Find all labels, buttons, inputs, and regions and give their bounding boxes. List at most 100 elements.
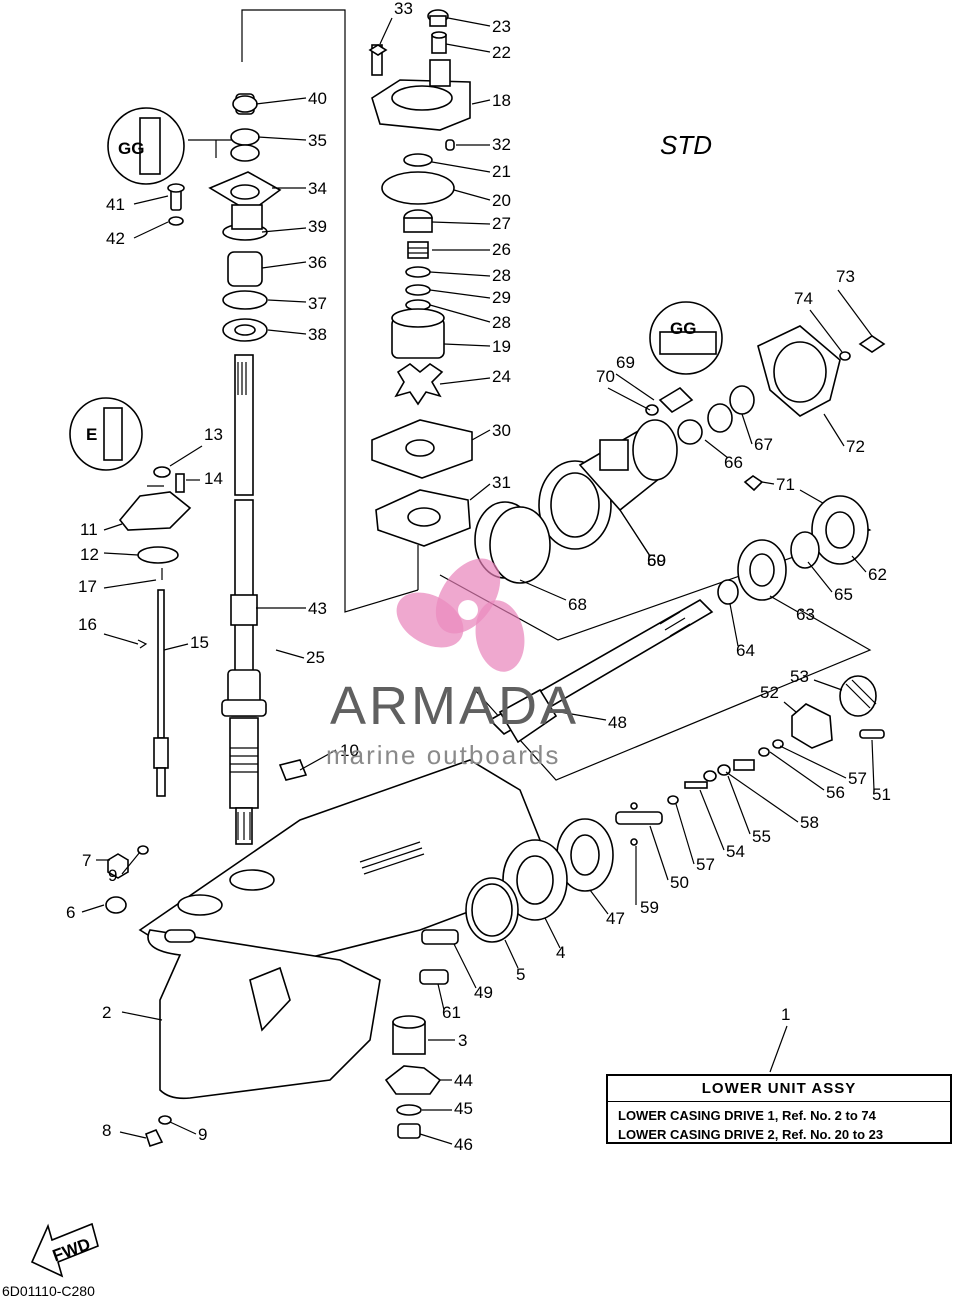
part-number-label: 47: [606, 909, 625, 928]
leader-line: [121, 851, 141, 875]
part-number-label: 14: [204, 469, 223, 488]
part-number-label: 57: [848, 769, 867, 788]
leader-line: [103, 579, 157, 589]
part-number-label: 42: [106, 229, 125, 248]
leader-line: [704, 439, 729, 459]
pinion-group: [384, 929, 459, 1139]
part-number-label: 46: [454, 1135, 473, 1154]
diagram-code: 6D01110-C280: [2, 1283, 95, 1298]
leader-line: [504, 939, 519, 969]
leader-line: [437, 983, 445, 1011]
part-number-label: 49: [474, 983, 493, 1002]
clutch-group: [615, 675, 885, 846]
leader-line: [519, 579, 567, 601]
leader-line: [769, 595, 799, 613]
part-number-label: 8: [102, 1121, 111, 1140]
leader-line: [267, 329, 307, 335]
part-number-label: 32: [492, 135, 511, 154]
part-number-label: 70: [596, 367, 615, 386]
leader-line: [133, 195, 169, 205]
part-number-label: 60: [647, 551, 666, 570]
leader-line: [807, 561, 833, 593]
leader-line: [779, 745, 847, 779]
assembly-title: LOWER UNIT ASSY: [701, 1080, 857, 1097]
part-number-label: 45: [454, 1099, 473, 1118]
part-number-label: 23: [492, 17, 511, 36]
part-number-label: 72: [846, 437, 865, 456]
leader-line: [443, 343, 491, 347]
leader-line: [439, 377, 491, 385]
part-number-label: 57: [696, 855, 715, 874]
leader-line: [607, 387, 651, 411]
part-number-label: 61: [442, 1003, 461, 1022]
part-number-label: 18: [492, 91, 511, 110]
part-number-label: 22: [492, 43, 511, 62]
part-number-label: 36: [308, 253, 327, 272]
part-number-label: 63: [796, 605, 815, 624]
part-number-label: 40: [308, 89, 327, 108]
part-number-label: 24: [492, 367, 511, 386]
part-number-label: 31: [492, 473, 511, 492]
leader-line: [431, 221, 491, 225]
leader-line: [761, 481, 775, 485]
badge-text: GG: [118, 139, 144, 158]
leader-line: [169, 1121, 197, 1135]
part-number-label: 43: [308, 599, 327, 618]
leader-line: [379, 17, 393, 45]
part-number-label: 41: [106, 195, 125, 214]
part-number-label: 29: [492, 288, 511, 307]
watermark-brand: ARMADA: [330, 676, 579, 736]
drive-shaft-group: [221, 93, 268, 845]
leader-line: [729, 603, 739, 647]
part-number-label: 19: [492, 337, 511, 356]
leader-line: [675, 803, 695, 865]
leader-line: [267, 299, 307, 303]
part-number-label: 2: [102, 1003, 111, 1022]
leader-line: [103, 633, 139, 645]
leader-line: [453, 943, 477, 989]
leader-line: [119, 1131, 147, 1139]
part-number-label: 56: [826, 783, 845, 802]
leader-line: [447, 17, 491, 27]
shift-rod-group: [118, 466, 192, 797]
part-number-label: 21: [492, 162, 511, 181]
leader-line: [823, 413, 845, 447]
leader-line: [261, 227, 307, 233]
leader-line: [299, 749, 337, 771]
watermark-logo: [396, 558, 525, 672]
leader-line: [103, 523, 123, 531]
leader-line: [163, 643, 189, 651]
bearing-housing-60-group: [474, 325, 886, 605]
assembly-ref-number: 1: [781, 1005, 790, 1024]
part-number-label: 65: [834, 585, 853, 604]
leader-line: [471, 429, 491, 441]
fwd-arrow: FWD: [30, 1222, 99, 1278]
leader-line: [699, 789, 725, 851]
part-number-label: 33: [394, 0, 413, 18]
part-number-label: 51: [872, 785, 891, 804]
part-number-label: 5: [516, 965, 525, 984]
callout-badge-e: E: [69, 397, 143, 471]
part-number-label: 7: [82, 851, 91, 870]
part-number-label: 6: [66, 903, 75, 922]
part-number-label: 53: [790, 667, 809, 686]
part-number-label: 16: [78, 615, 97, 634]
leader-line: [453, 189, 491, 201]
part-number-label: 59: [640, 898, 659, 917]
part-number-label: 54: [726, 842, 745, 861]
water-pump-group: [368, 9, 473, 547]
leader-line: [559, 711, 607, 721]
leader-line: [431, 161, 491, 173]
part-number-label: 62: [868, 565, 887, 584]
part-number-label: 59: [647, 551, 666, 570]
part-number-label: 48: [608, 713, 627, 732]
variant-label: STD: [660, 130, 712, 160]
part-number-label: 26: [492, 240, 511, 259]
part-number-label: 67: [754, 435, 773, 454]
part-labels: 2345678991011121314151617181920212223242…: [66, 0, 891, 1154]
part-number-label: 12: [80, 545, 99, 564]
leader-line: [619, 509, 651, 557]
assembly-line-2: LOWER CASING DRIVE 2, Ref. No. 20 to 23: [618, 1127, 884, 1142]
part-number-label: 25: [306, 648, 325, 667]
